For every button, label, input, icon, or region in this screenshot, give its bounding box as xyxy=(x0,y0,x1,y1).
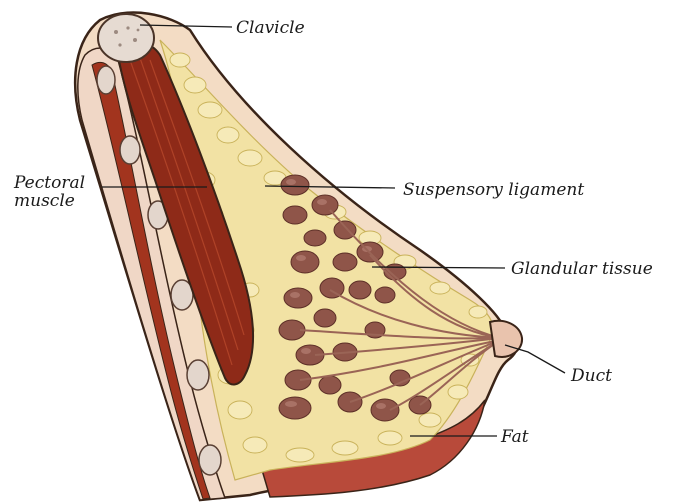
label-pectoral-line2: muscle xyxy=(14,191,75,211)
label-pectoral-line1: Pectoral xyxy=(13,173,85,193)
clavicle-bone xyxy=(98,14,154,62)
label-clavicle: Clavicle xyxy=(236,18,305,38)
label-duct: Duct xyxy=(570,366,612,386)
label-suspensory-ligament: Suspensory ligament xyxy=(403,180,584,200)
label-fat: Fat xyxy=(500,427,529,447)
label-glandular-tissue: Glandular tissue xyxy=(511,259,653,279)
